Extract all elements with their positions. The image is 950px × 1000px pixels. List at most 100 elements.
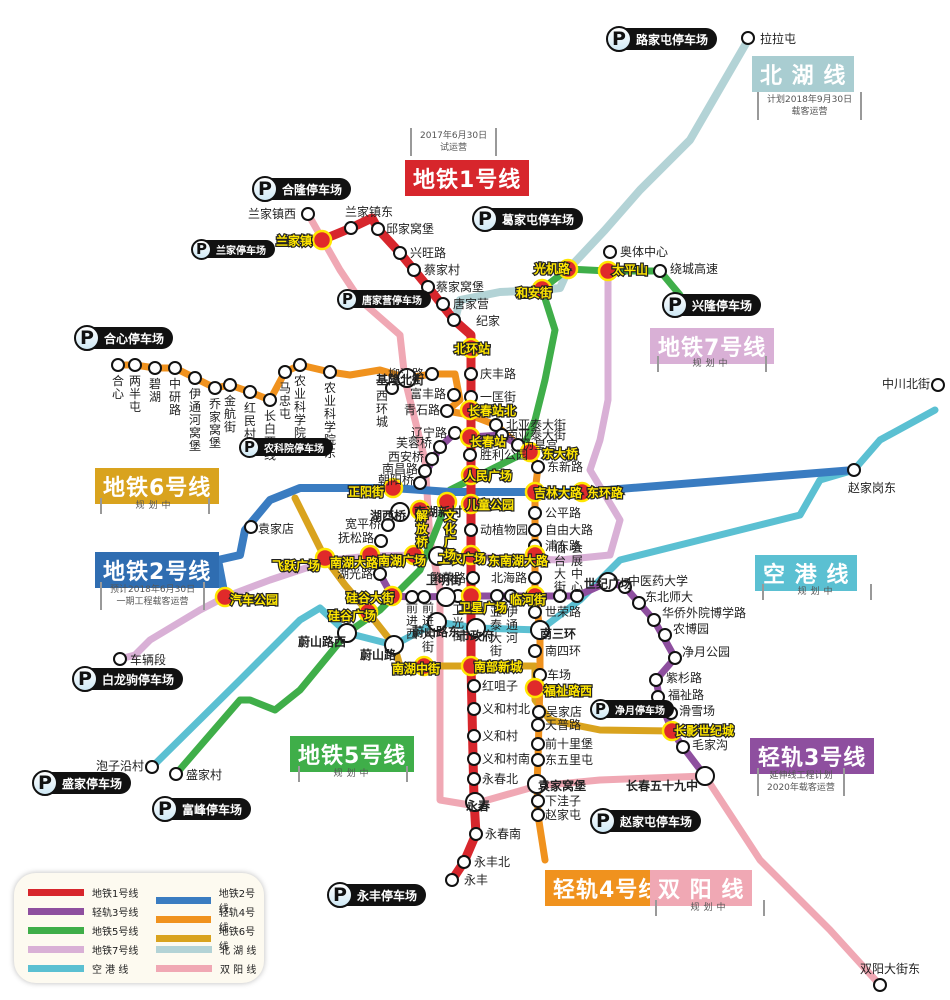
station-marker[interactable] bbox=[407, 263, 421, 277]
transfer-station-marker[interactable] bbox=[597, 260, 619, 282]
transfer-station-marker[interactable] bbox=[571, 481, 593, 503]
interchange-marker[interactable] bbox=[427, 612, 447, 632]
station-marker[interactable] bbox=[323, 365, 337, 379]
station-marker[interactable] bbox=[448, 426, 462, 440]
transfer-station-marker[interactable] bbox=[314, 547, 336, 569]
station-marker[interactable] bbox=[128, 358, 142, 372]
station-marker[interactable] bbox=[531, 718, 545, 732]
station-marker[interactable] bbox=[463, 448, 477, 462]
interchange-marker[interactable] bbox=[384, 635, 404, 655]
transfer-station-marker[interactable] bbox=[436, 491, 458, 513]
interchange-marker[interactable] bbox=[466, 618, 486, 638]
transfer-station-marker[interactable] bbox=[460, 655, 482, 677]
station-marker[interactable] bbox=[489, 418, 503, 432]
station-marker[interactable] bbox=[373, 567, 387, 581]
station-marker[interactable] bbox=[111, 358, 125, 372]
transfer-station-marker[interactable] bbox=[459, 426, 481, 448]
station-marker[interactable] bbox=[385, 381, 399, 395]
station-marker[interactable] bbox=[148, 361, 162, 375]
station-marker[interactable] bbox=[504, 589, 518, 603]
station-marker[interactable] bbox=[464, 367, 478, 381]
station-marker[interactable] bbox=[113, 652, 127, 666]
station-marker[interactable] bbox=[532, 705, 546, 719]
interchange-marker[interactable] bbox=[397, 368, 417, 388]
transfer-station-marker[interactable] bbox=[381, 585, 403, 607]
station-marker[interactable] bbox=[931, 378, 945, 392]
station-marker[interactable] bbox=[653, 264, 667, 278]
transfer-station-marker[interactable] bbox=[524, 585, 546, 607]
station-marker[interactable] bbox=[440, 404, 454, 418]
station-marker[interactable] bbox=[445, 873, 459, 887]
interchange-marker[interactable] bbox=[436, 587, 456, 607]
transfer-station-marker[interactable] bbox=[403, 544, 425, 566]
station-marker[interactable] bbox=[243, 385, 257, 399]
station-marker[interactable] bbox=[425, 367, 439, 381]
station-marker[interactable] bbox=[263, 393, 277, 407]
station-marker[interactable] bbox=[469, 827, 483, 841]
transfer-station-marker[interactable] bbox=[524, 481, 546, 503]
station-marker[interactable] bbox=[467, 729, 481, 743]
station-marker[interactable] bbox=[145, 760, 159, 774]
transfer-station-marker[interactable] bbox=[311, 229, 333, 251]
station-marker[interactable] bbox=[490, 589, 504, 603]
interchange-marker[interactable] bbox=[530, 620, 550, 640]
station-marker[interactable] bbox=[188, 371, 202, 385]
transfer-station-marker[interactable] bbox=[357, 601, 379, 623]
station-marker[interactable] bbox=[528, 506, 542, 520]
station-marker[interactable] bbox=[528, 571, 542, 585]
station-marker[interactable] bbox=[647, 613, 661, 627]
transfer-station-marker[interactable] bbox=[460, 464, 482, 486]
station-marker[interactable] bbox=[531, 808, 545, 822]
station-marker[interactable] bbox=[168, 361, 182, 375]
station-marker[interactable] bbox=[676, 740, 690, 754]
station-marker[interactable] bbox=[847, 463, 861, 477]
station-marker[interactable] bbox=[278, 365, 292, 379]
station-marker[interactable] bbox=[603, 245, 617, 259]
station-marker[interactable] bbox=[495, 428, 509, 442]
station-marker[interactable] bbox=[293, 358, 307, 372]
station-marker[interactable] bbox=[344, 221, 358, 235]
station-marker[interactable] bbox=[658, 628, 672, 642]
station-marker[interactable] bbox=[668, 651, 682, 665]
transfer-station-marker[interactable] bbox=[359, 544, 381, 566]
station-marker[interactable] bbox=[413, 476, 427, 490]
interchange-marker[interactable] bbox=[598, 572, 618, 592]
station-marker[interactable] bbox=[528, 605, 542, 619]
station-marker[interactable] bbox=[436, 297, 450, 311]
station-marker[interactable] bbox=[531, 737, 545, 751]
station-marker[interactable] bbox=[169, 767, 183, 781]
transfer-station-marker[interactable] bbox=[524, 544, 546, 566]
station-marker[interactable] bbox=[244, 520, 258, 534]
transfer-station-marker[interactable] bbox=[214, 586, 236, 608]
station-marker[interactable] bbox=[381, 518, 395, 532]
station-marker[interactable] bbox=[371, 222, 385, 236]
station-marker[interactable] bbox=[418, 464, 432, 478]
transfer-station-marker[interactable] bbox=[459, 399, 481, 421]
station-marker[interactable] bbox=[528, 644, 542, 658]
transfer-station-marker[interactable] bbox=[409, 499, 431, 521]
station-marker[interactable] bbox=[467, 679, 481, 693]
interchange-marker[interactable] bbox=[390, 502, 410, 522]
transfer-station-marker[interactable] bbox=[460, 337, 482, 359]
transfer-station-marker[interactable] bbox=[413, 655, 435, 677]
station-marker[interactable] bbox=[447, 313, 461, 327]
station-marker[interactable] bbox=[649, 673, 663, 687]
station-marker[interactable] bbox=[447, 388, 461, 402]
station-marker[interactable] bbox=[467, 772, 481, 786]
interchange-marker[interactable] bbox=[465, 792, 485, 812]
transfer-station-marker[interactable] bbox=[531, 278, 553, 300]
transfer-station-marker[interactable] bbox=[661, 720, 683, 742]
station-marker[interactable] bbox=[393, 246, 407, 260]
